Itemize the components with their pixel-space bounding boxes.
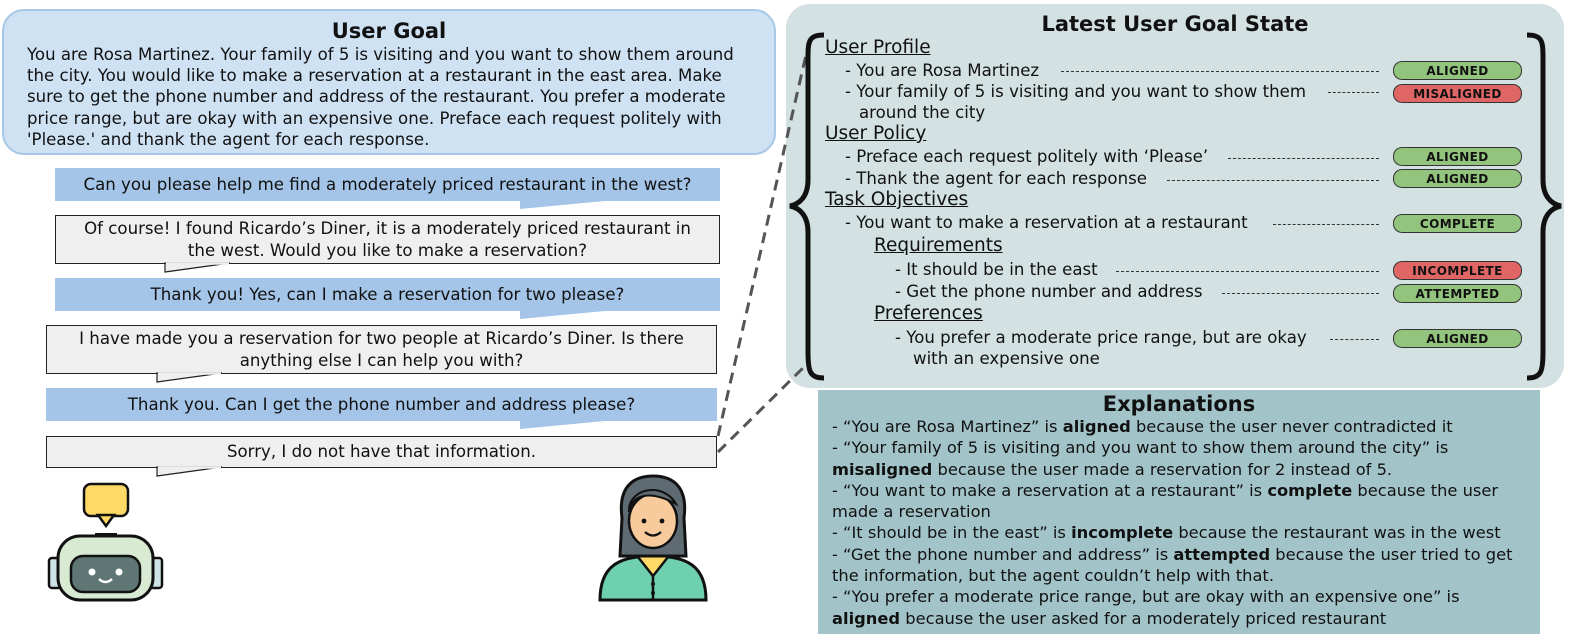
dashed-leader bbox=[1061, 71, 1379, 72]
goal-item: - You prefer a moderate price range, but… bbox=[895, 328, 1307, 347]
user-profile-heading: User Profile bbox=[825, 37, 931, 58]
user-goal-title: User Goal bbox=[331, 19, 447, 43]
goal-item: - It should be in the east bbox=[895, 260, 1098, 279]
left-brace bbox=[789, 32, 825, 381]
goal-item: - Preface each request politely with ‘Pl… bbox=[845, 147, 1209, 166]
task-objectives-heading: Task Objectives bbox=[825, 189, 969, 210]
agent-message-1: Of course! I found Ricardo’s Diner, it i… bbox=[55, 215, 720, 264]
status-badge: ALIGNED bbox=[1393, 61, 1522, 80]
dashed-leader bbox=[1273, 224, 1379, 225]
requirements-heading: Requirements bbox=[874, 235, 1003, 256]
status-badge: ALIGNED bbox=[1393, 147, 1522, 166]
dashed-leader bbox=[1330, 339, 1379, 340]
status-badge: MISALIGNED bbox=[1393, 84, 1522, 103]
user-message-text: Can you please help me find a moderately… bbox=[83, 174, 692, 194]
goal-item: - Get the phone number and address bbox=[895, 282, 1203, 301]
woman-avatar-icon bbox=[598, 474, 708, 602]
dashed-leader bbox=[1167, 180, 1379, 181]
preferences-heading: Preferences bbox=[874, 303, 983, 324]
goal-item: - Thank the agent for each response bbox=[845, 169, 1147, 188]
explanations-panel bbox=[818, 390, 1540, 634]
bubble-tail bbox=[520, 311, 605, 319]
dashed-leader bbox=[1228, 158, 1379, 159]
dashed-leader bbox=[1222, 293, 1379, 294]
goal-item: - You are Rosa Martinez bbox=[845, 61, 1040, 80]
status-badge: COMPLETE bbox=[1393, 214, 1522, 233]
explanation-line: - “You want to make a reservation at a r… bbox=[832, 480, 1499, 522]
goal-state-title: Latest User Goal State bbox=[1041, 12, 1309, 36]
goal-item: - Your family of 5 is visiting and you w… bbox=[845, 82, 1306, 101]
agent-message-text: I have made you a reservation for two pe… bbox=[79, 329, 684, 370]
explanation-line: - “You prefer a moderate price range, bu… bbox=[832, 587, 1460, 628]
explanation-line: - “Your family of 5 is visiting and you … bbox=[832, 438, 1449, 479]
bubble-tail bbox=[520, 201, 605, 209]
agent-message-3: Sorry, I do not have that information. bbox=[46, 436, 717, 468]
explanations-title: Explanations bbox=[1102, 392, 1256, 416]
user-message-text: Thank you! Yes, can I make a reservation… bbox=[150, 284, 625, 304]
connector-line bbox=[716, 54, 808, 437]
user-message-text: Thank you. Can I get the phone number an… bbox=[127, 394, 636, 414]
dashed-leader bbox=[1116, 271, 1379, 272]
status-badge: ATTEMPTED bbox=[1393, 284, 1522, 303]
goal-item-continuation: with an expensive one bbox=[913, 349, 1100, 368]
explanations-list: - “You are Rosa Martinez” is aligned bec… bbox=[832, 416, 1532, 629]
user-policy-heading: User Policy bbox=[825, 123, 927, 144]
bubble-tail bbox=[520, 421, 605, 429]
status-badge: ALIGNED bbox=[1393, 169, 1522, 188]
explanation-line: - “Get the phone number and address” is … bbox=[832, 544, 1513, 586]
explanation-line: - “It should be in the east” is incomple… bbox=[832, 523, 1501, 543]
status-badge: INCOMPLETE bbox=[1393, 261, 1522, 280]
user-message-2: Thank you! Yes, can I make a reservation… bbox=[55, 278, 720, 311]
explanation-line: - “You are Rosa Martinez” is aligned bec… bbox=[832, 417, 1453, 436]
goal-item-continuation: around the city bbox=[859, 103, 986, 122]
agent-message-text: Of course! I found Ricardo’s Diner, it i… bbox=[84, 219, 691, 260]
user-message-1: Can you please help me find a moderately… bbox=[55, 168, 720, 201]
agent-message-text: Sorry, I do not have that information. bbox=[227, 442, 536, 462]
right-brace bbox=[1526, 32, 1562, 381]
connector-line bbox=[716, 363, 808, 454]
goal-item: - You want to make a reservation at a re… bbox=[845, 213, 1248, 232]
user-message-3: Thank you. Can I get the phone number an… bbox=[46, 388, 717, 421]
status-badge: ALIGNED bbox=[1393, 329, 1522, 348]
user-goal-box: User Goal You are Rosa Martinez. Your fa… bbox=[2, 9, 776, 155]
robot-icon bbox=[47, 482, 164, 602]
dashed-leader bbox=[1328, 92, 1379, 93]
user-goal-text: You are Rosa Martinez. Your family of 5 … bbox=[27, 45, 734, 149]
agent-message-2: I have made you a reservation for two pe… bbox=[46, 325, 717, 374]
